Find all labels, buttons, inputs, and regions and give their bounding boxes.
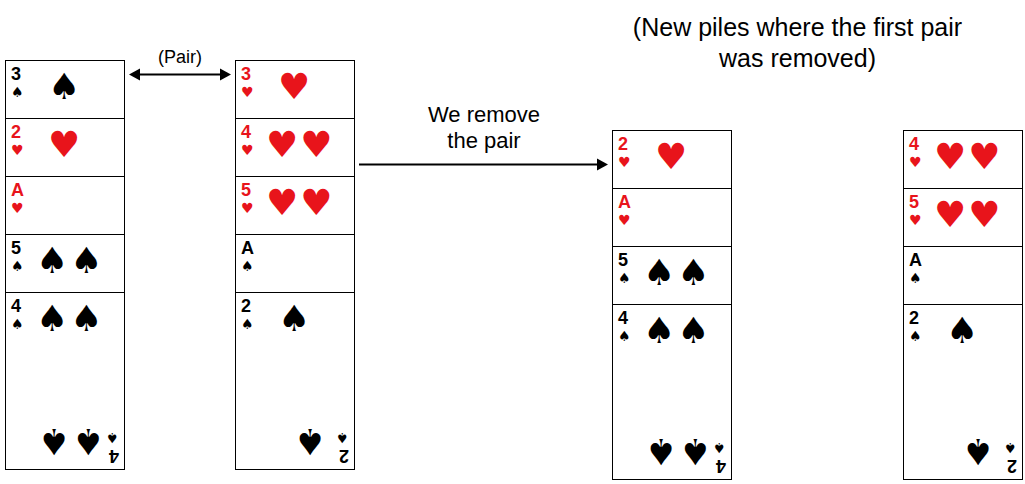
card-rank: 2 xyxy=(339,447,349,465)
card-suit: ♥ xyxy=(241,143,254,157)
card-suit: ♠ xyxy=(618,271,631,285)
card-rank: 2 xyxy=(618,135,628,153)
playing-card: A♠ xyxy=(235,234,355,292)
card-suit: ♠ xyxy=(336,431,349,445)
card-suit: ♠ xyxy=(241,259,254,273)
card-suit: ♠ xyxy=(11,85,24,99)
card-rank: 4 xyxy=(109,447,119,465)
card-suit: ♠ xyxy=(106,431,119,445)
card-rank: 5 xyxy=(11,239,21,257)
card-rank: A xyxy=(11,181,24,199)
card-pips: ♥ xyxy=(48,127,82,163)
card-pips: ♠ xyxy=(292,423,326,459)
playing-card: A♥ xyxy=(5,176,125,234)
connector-arrow xyxy=(139,74,221,76)
playing-card: 2 ♥ ♥ xyxy=(612,130,732,188)
playing-card: 5♠♠♠ xyxy=(612,246,732,304)
card-pips: ♠♠ xyxy=(643,255,712,291)
playing-card: 2 ♠ ♠ ♠ 2 ♠ xyxy=(903,304,1023,480)
card-rank: 5 xyxy=(909,193,919,211)
card-rank: 5 xyxy=(618,251,628,269)
card-pips: ♠♠ xyxy=(643,433,712,469)
card-suit: ♠ xyxy=(11,259,24,273)
arrow-head xyxy=(220,69,231,81)
playing-card: 2 ♥ ♥ xyxy=(5,118,125,176)
card-suit: ♥ xyxy=(241,85,254,99)
card-suit: ♥ xyxy=(618,213,631,227)
playing-card: A♥ xyxy=(612,188,732,246)
card-rank: 2 xyxy=(909,309,919,327)
card-pips: ♠ xyxy=(946,313,980,349)
card-pips: ♥♥ xyxy=(934,139,1003,175)
edge-label: (Pair) xyxy=(135,47,225,69)
card-pips: ♠♠ xyxy=(36,301,105,337)
card-pips: ♥ xyxy=(655,139,689,175)
card-suit: ♥ xyxy=(909,155,922,169)
card-suit: ♠ xyxy=(909,329,922,343)
card-rank: A xyxy=(618,193,631,211)
card-rank: 3 xyxy=(241,65,251,83)
card-suit: ♥ xyxy=(618,155,631,169)
card-pips: ♠ xyxy=(48,69,82,105)
card-rank: 5 xyxy=(241,181,251,199)
card-rank: A xyxy=(241,239,254,257)
card-pips: ♠ xyxy=(278,301,312,337)
card-rank: 4 xyxy=(241,123,251,141)
playing-card: 4♠♠♠♠♠4♠ xyxy=(612,304,732,480)
playing-card: 3 ♥ ♥ xyxy=(235,60,355,118)
card-suit: ♥ xyxy=(11,143,24,157)
card-suit: ♥ xyxy=(11,201,24,215)
playing-card: 5♥♥♥ xyxy=(903,188,1023,246)
playing-card: 4♥♥♥ xyxy=(235,118,355,176)
card-suit: ♥ xyxy=(909,213,922,227)
card-rank: 4 xyxy=(716,457,726,475)
playing-card: A♠ xyxy=(903,246,1023,304)
card-pips: ♠♠ xyxy=(643,313,712,349)
card-suit: ♠ xyxy=(618,329,631,343)
card-pips: ♥ xyxy=(278,69,312,105)
card-suit: ♥ xyxy=(241,201,254,215)
card-rank: 4 xyxy=(909,135,919,153)
card-suit: ♠ xyxy=(909,271,922,285)
card-suit: ♠ xyxy=(713,441,726,455)
card-rank: 4 xyxy=(11,297,21,315)
card-pips: ♠ xyxy=(960,433,994,469)
connector-arrow xyxy=(359,164,598,166)
edge-label: We remove the pair xyxy=(414,102,554,155)
playing-card: 5♠♠♠ xyxy=(5,234,125,292)
card-pips: ♠♠ xyxy=(36,423,105,459)
card-rank: 2 xyxy=(11,123,21,141)
card-rank: 2 xyxy=(1007,457,1017,475)
card-suit: ♠ xyxy=(1004,441,1017,455)
card-rank: 3 xyxy=(11,65,21,83)
playing-card: 3 ♠ ♠ xyxy=(5,60,125,118)
card-rank: A xyxy=(909,251,922,269)
playing-card: 4♥♥♥ xyxy=(903,130,1023,188)
card-pips: ♠♠ xyxy=(36,243,105,279)
card-rank: 2 xyxy=(241,297,251,315)
playing-card: 4♠♠♠♠♠4♠ xyxy=(5,292,125,470)
card-pips: ♥♥ xyxy=(266,185,335,221)
playing-card: 2 ♠ ♠ ♠ 2 ♠ xyxy=(235,292,355,470)
card-pips: ♥♥ xyxy=(266,127,335,163)
card-suit: ♠ xyxy=(11,317,24,331)
arrow-head xyxy=(129,69,140,81)
arrow-head xyxy=(597,159,608,171)
card-suit: ♠ xyxy=(241,317,254,331)
playing-card: 5♥♥♥ xyxy=(235,176,355,234)
card-rank: 4 xyxy=(618,309,628,327)
note-label: (New piles where the first pair was remo… xyxy=(625,12,970,75)
card-pips: ♥♥ xyxy=(934,197,1003,233)
